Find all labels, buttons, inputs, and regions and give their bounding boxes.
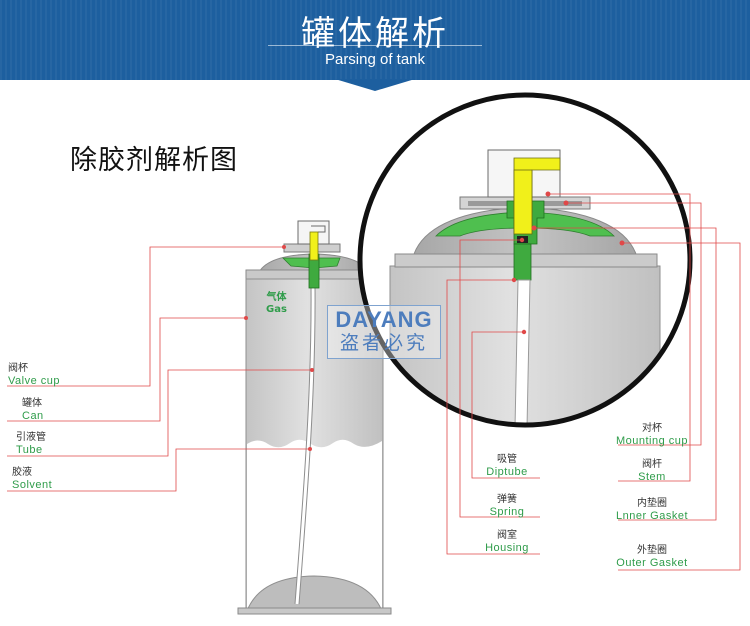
magnified-view: [357, 92, 693, 428]
gas-label: 气体 Gas: [266, 292, 287, 316]
leader-stem: [548, 193, 691, 482]
gas-label-en: Gas: [266, 304, 287, 315]
leader-inner-gasket: [534, 227, 717, 521]
watermark-brand: DAYANG: [335, 307, 433, 332]
title-divider: [268, 45, 482, 46]
label-valve-cup-en: Valve cup: [8, 375, 60, 387]
header-banner: [0, 0, 750, 80]
label-tube-en: Tube: [16, 444, 43, 456]
page-title: 罐体解析: [301, 14, 449, 54]
label-solvent: 胶液 Solvent: [12, 467, 52, 491]
label-mounting-cup: 对杯 Mounting cup: [610, 423, 694, 447]
label-diptube-en: Diptube: [486, 466, 528, 478]
label-mounting-cup-cn: 对杯: [642, 423, 662, 434]
leader-lines: [7, 193, 741, 571]
aerosol-can: [237, 220, 392, 615]
leader-tube: [7, 369, 312, 457]
label-valve-cup-cn: 阀杯: [8, 363, 28, 374]
leader-can: [7, 317, 246, 422]
label-stem-en: Stem: [638, 471, 666, 483]
label-outer-gasket: 外垫圈 Outer Gasket: [608, 545, 696, 569]
leader-spring: [459, 239, 540, 518]
label-spring-en: Spring: [489, 506, 525, 518]
section-title: 除胶剂解析图: [70, 145, 238, 176]
header-notch: [335, 79, 415, 91]
leader-outer-gasket: [618, 242, 741, 571]
leader-solvent: [7, 448, 310, 492]
label-spring-cn: 弹簧: [497, 494, 517, 505]
label-inner-gasket-cn: 内垫圈: [637, 498, 667, 509]
label-outer-gasket-cn: 外垫圈: [637, 545, 667, 556]
stem-yellow: [309, 231, 319, 261]
label-housing-cn: 阀室: [497, 530, 517, 541]
label-tube-cn: 引液管: [16, 432, 46, 443]
label-solvent-cn: 胶液: [12, 467, 32, 478]
watermark: DAYANG 盗者必究: [327, 305, 441, 359]
label-tube: 引液管 Tube: [16, 432, 46, 456]
label-inner-gasket: 内垫圈 Lnner Gasket: [608, 498, 696, 522]
label-housing-en: Housing: [485, 542, 529, 554]
label-outer-gasket-en: Outer Gasket: [616, 557, 688, 569]
label-valve-cup: 阀杯 Valve cup: [8, 363, 60, 387]
leader-dots: [244, 191, 625, 451]
label-can-en: Can: [22, 410, 44, 422]
gas-label-cn: 气体: [266, 292, 287, 303]
page-subtitle: Parsing of tank: [324, 51, 426, 68]
label-housing: 阀室 Housing: [477, 530, 537, 554]
leader-housing: [446, 279, 540, 555]
label-inner-gasket-en: Lnner Gasket: [615, 510, 689, 522]
label-solvent-en: Solvent: [12, 479, 53, 491]
label-diptube: 吸管 Diptube: [477, 454, 537, 478]
label-stem-cn: 阀杆: [642, 459, 662, 470]
label-spring: 弹簧 Spring: [477, 494, 537, 518]
label-diptube-cn: 吸管: [497, 454, 517, 465]
label-stem: 阀杆 Stem: [610, 459, 694, 483]
leader-valve-cup: [7, 246, 284, 387]
label-can: 罐体 Can: [22, 398, 44, 422]
leader-mounting-cup: [566, 202, 702, 446]
leader-diptube: [471, 331, 540, 479]
label-mounting-cup-en: Mounting cup: [615, 435, 689, 447]
can-bottom: [246, 575, 383, 612]
label-can-cn: 罐体: [22, 398, 42, 409]
solvent-liquid: [247, 439, 382, 611]
watermark-text: 盗者必究: [339, 332, 428, 354]
